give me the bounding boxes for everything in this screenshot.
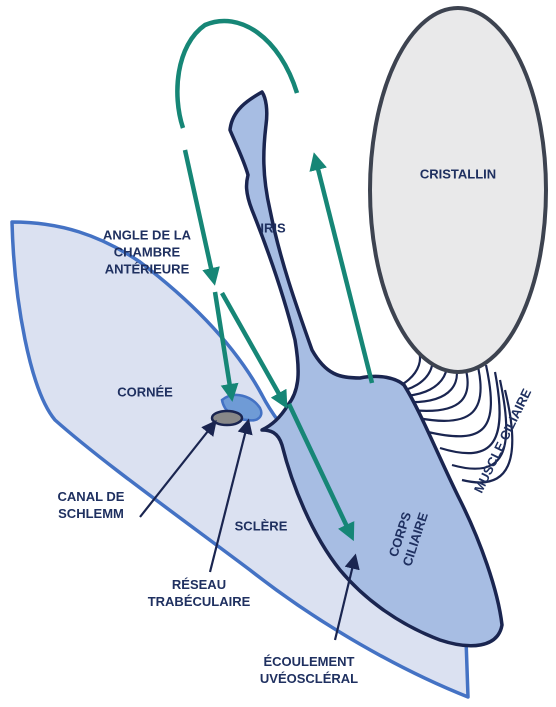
label-sclere-text: SCLÈRE xyxy=(235,518,288,535)
label-ecoulement-uveoscleral: ÉCOULEMENT UVÉOSCLÉRAL xyxy=(260,653,358,687)
label-angle-chambre: ANGLE DE LA CHAMBRE ANTÉRIEURE xyxy=(103,227,191,278)
label-ecoulement-line-1: ÉCOULEMENT xyxy=(260,653,358,670)
label-ecoulement-line-2: UVÉOSCLÉRAL xyxy=(260,670,358,687)
label-angle-line-3: ANTÉRIEURE xyxy=(103,261,191,278)
label-sclere: SCLÈRE xyxy=(235,518,288,535)
label-cornee: CORNÉE xyxy=(117,384,173,401)
label-angle-line-1: ANGLE DE LA xyxy=(103,227,191,244)
label-reseau-line-1: RÉSEAU xyxy=(148,576,251,593)
label-reseau-line-2: TRABÉCULAIRE xyxy=(148,593,251,610)
label-cristallin-text: CRISTALLIN xyxy=(420,166,496,183)
label-canal-line-2: SCHLEMM xyxy=(58,505,125,522)
flow-arrow-up xyxy=(316,161,372,383)
label-cristallin: CRISTALLIN xyxy=(420,166,496,183)
schlemm-canal xyxy=(212,411,242,425)
label-canal-schlemm: CANAL DE SCHLEMM xyxy=(58,488,125,522)
label-iris: IRIS xyxy=(260,220,285,237)
label-iris-text: IRIS xyxy=(260,220,285,237)
label-canal-line-1: CANAL DE xyxy=(58,488,125,505)
label-reseau-trabeculaire: RÉSEAU TRABÉCULAIRE xyxy=(148,576,251,610)
label-angle-line-2: CHAMBRE xyxy=(103,244,191,261)
label-cornee-text: CORNÉE xyxy=(117,384,173,401)
lens-cristallin xyxy=(370,8,546,372)
